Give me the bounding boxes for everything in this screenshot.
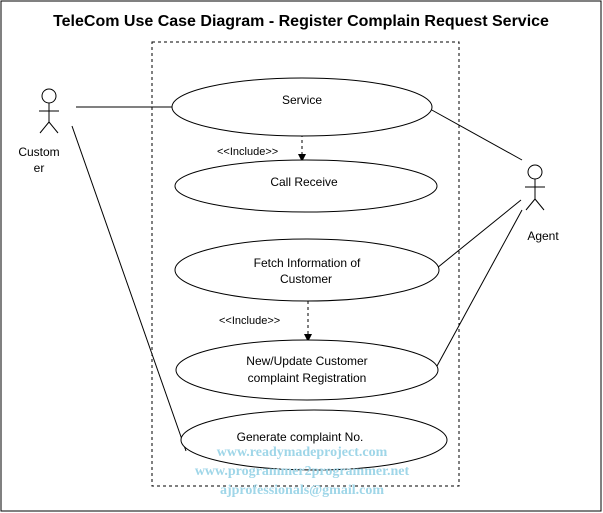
watermark-line-1: www.readymadeproject.com (217, 445, 388, 460)
diagram-title: TeleCom Use Case Diagram - Register Comp… (53, 13, 549, 30)
association-agent-new-update (436, 209, 523, 367)
watermark-line-2: www.programmer2programmer.net (195, 464, 410, 479)
agent-actor-label: Agent (527, 229, 559, 243)
use-case-service-label: Service (282, 93, 322, 107)
association-customer-generate (71, 125, 187, 452)
use-case-new-update-label-2: complaint Registration (248, 371, 367, 385)
use-case-generate (180, 409, 448, 471)
watermark-line-3: ajprofessionals@gmail.com (220, 483, 384, 498)
system-boundary (151, 41, 460, 487)
customer-actor-label-2: er (34, 161, 45, 175)
use-case-fetch-info-label-1: Fetch Information of (254, 256, 361, 270)
use-case-fetch-info-label-2: Customer (280, 272, 332, 286)
use-case-service (171, 77, 433, 137)
customer-actor-label-1: Custom (18, 145, 59, 159)
use-case-fetch-info (174, 238, 440, 302)
use-case-new-update (175, 339, 439, 401)
association-agent-service (429, 108, 523, 161)
include-label-2: <<Include>> (219, 315, 280, 327)
use-case-generate-label: Generate complaint No. (237, 430, 364, 444)
use-case-call-receive (174, 159, 438, 213)
association-agent-fetch (436, 199, 522, 269)
agent-actor-icon (525, 164, 545, 211)
use-case-call-receive-label: Call Receive (270, 175, 338, 189)
use-case-new-update-label-1: New/Update Customer (246, 354, 367, 368)
customer-actor-icon (39, 88, 59, 134)
include-label-1: <<Include>> (217, 146, 278, 158)
